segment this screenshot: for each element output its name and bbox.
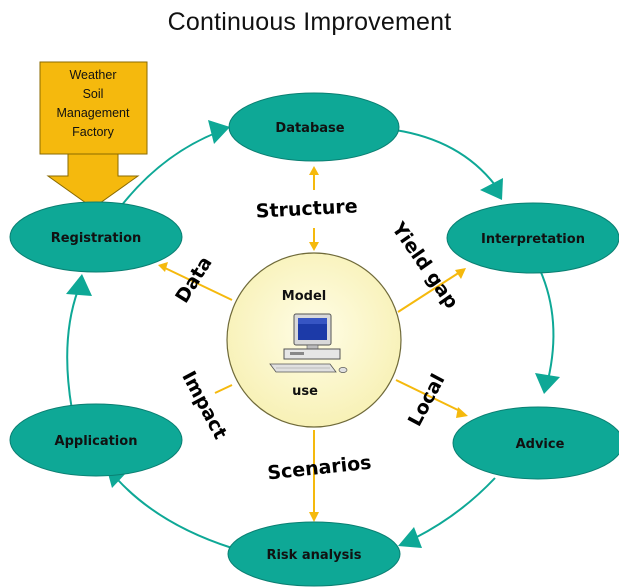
center-bottom-label: use	[292, 384, 318, 399]
input-box-down-arrow	[46, 153, 140, 209]
spoke-arrowhead-database	[309, 166, 319, 175]
cycle-arrow-interpretation-to-advice	[539, 269, 555, 381]
spoke-line-registration	[164, 267, 233, 301]
node-advice: Advice	[452, 406, 619, 480]
spoke-arrowhead-registration	[158, 262, 168, 272]
node-application: Application	[9, 403, 183, 477]
center-model: Model use	[226, 252, 402, 428]
cycle-arrow-risk-to-application	[117, 479, 233, 549]
spoke-label-scenarios: Scenarios	[266, 452, 372, 485]
input-box-line-2: Soil	[83, 87, 104, 101]
node-registration-label: Registration	[51, 231, 142, 246]
cycle-arrow-advice-to-risk	[414, 477, 496, 539]
node-risk-analysis: Risk analysis	[227, 521, 401, 587]
spoke-arrowhead-interpretation	[455, 268, 466, 279]
spoke-arrowhead-advice	[456, 407, 468, 418]
node-registration: Registration	[9, 201, 183, 273]
node-application-label: Application	[55, 434, 138, 449]
input-box-line-1: Weather	[69, 68, 116, 82]
input-box-line-4: Factory	[72, 125, 114, 139]
node-interpretation: Interpretation	[446, 202, 619, 274]
spoke-label-impact: Impact	[177, 368, 231, 443]
spoke-line-application	[214, 384, 233, 394]
cycle-arrowhead-registration	[66, 274, 92, 296]
cycle-arrowhead-interpretation	[480, 178, 503, 200]
input-box: Weather Soil Management Factory	[39, 61, 148, 209]
spokes	[158, 166, 468, 522]
node-advice-label: Advice	[516, 437, 565, 452]
spoke-label-local: Local	[404, 370, 450, 430]
node-risk-analysis-label: Risk analysis	[266, 548, 361, 563]
cycle-arrow-application-to-registration	[66, 289, 79, 411]
cycle-arrowhead-risk	[398, 527, 422, 548]
node-database: Database	[228, 92, 400, 162]
input-box-line-3: Management	[57, 106, 130, 120]
node-database-label: Database	[275, 121, 344, 136]
spoke-arrowhead-risk	[309, 512, 319, 522]
desktop-computer-icon	[269, 313, 348, 373]
spoke-label-data: Data	[171, 253, 216, 307]
diagram-title: Continuous Improvement	[167, 8, 452, 36]
node-interpretation-label: Interpretation	[481, 232, 585, 247]
spoke-arrowhead-center-top	[309, 242, 319, 251]
spoke-line-advice	[395, 379, 463, 413]
spoke-label-structure: Structure	[255, 195, 358, 222]
cycle-arrow-registration-to-database	[117, 131, 219, 211]
input-box-rect	[39, 61, 148, 155]
center-top-label: Model	[282, 289, 326, 304]
cycle-arrowhead-database	[208, 120, 230, 144]
cycle-arrow-database-to-interpretation	[394, 129, 496, 186]
spoke-line-interpretation	[397, 271, 461, 313]
cycle-arrowhead-advice	[535, 373, 560, 394]
